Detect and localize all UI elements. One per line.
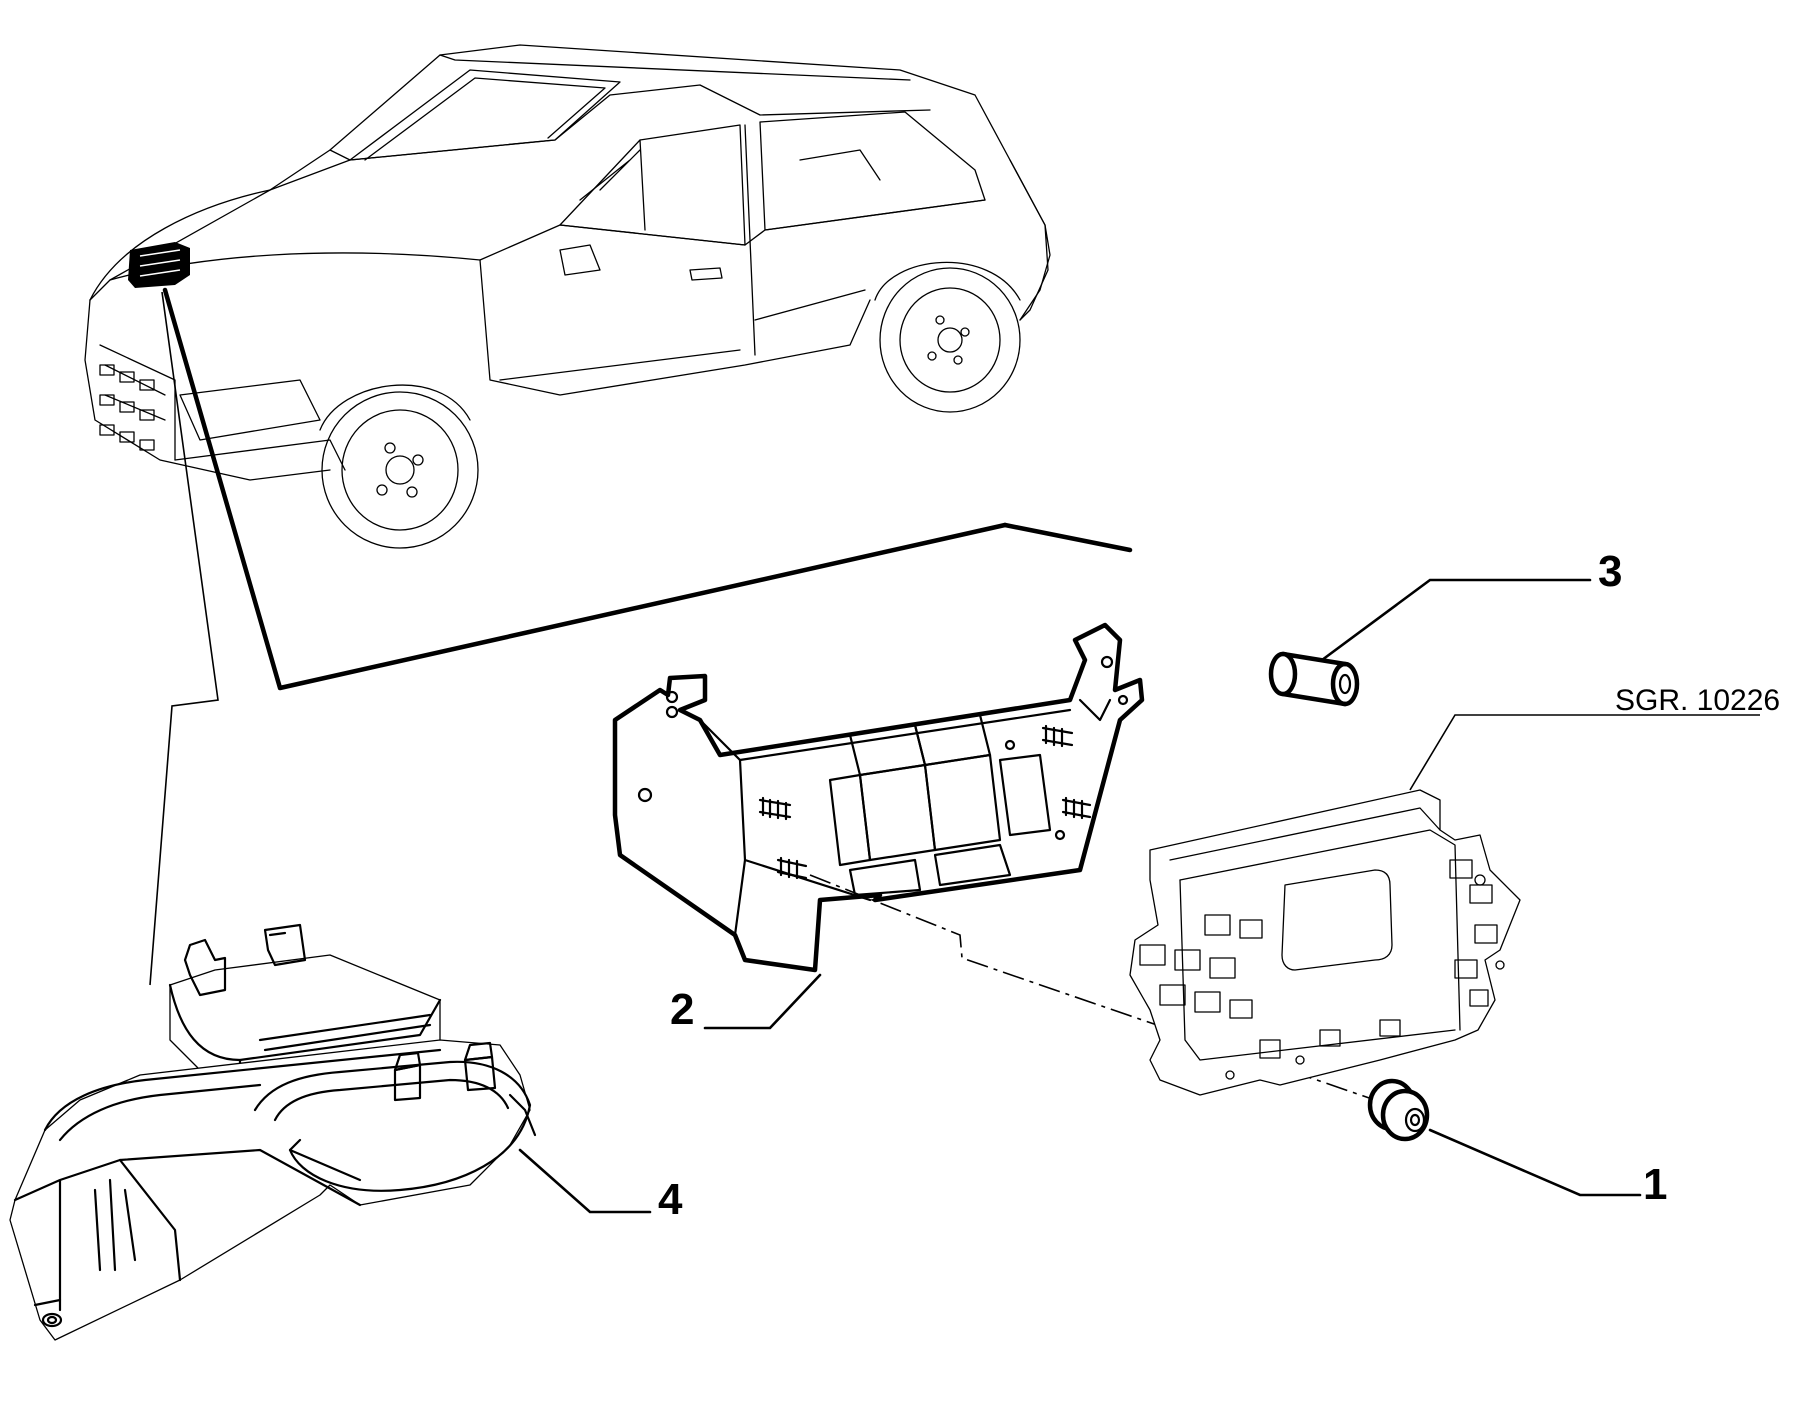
part-2-bracket <box>612 622 1145 1030</box>
connection-lines <box>149 287 1133 986</box>
reference-code: SGR. 10226 <box>1615 684 1781 717</box>
callout-2: 2 <box>670 985 695 1034</box>
callout-4: 4 <box>658 1175 683 1224</box>
alignment-line <box>809 874 1376 1101</box>
callout-1: 1 <box>1643 1160 1668 1209</box>
car-illustration <box>84 44 1051 549</box>
ecu-control-unit <box>1129 714 1760 1096</box>
part-4-support-tray <box>9 923 652 1341</box>
callout-3: 3 <box>1598 547 1623 596</box>
part-3-spacer <box>1268 578 1592 707</box>
part-1-nut <box>1367 1078 1642 1197</box>
